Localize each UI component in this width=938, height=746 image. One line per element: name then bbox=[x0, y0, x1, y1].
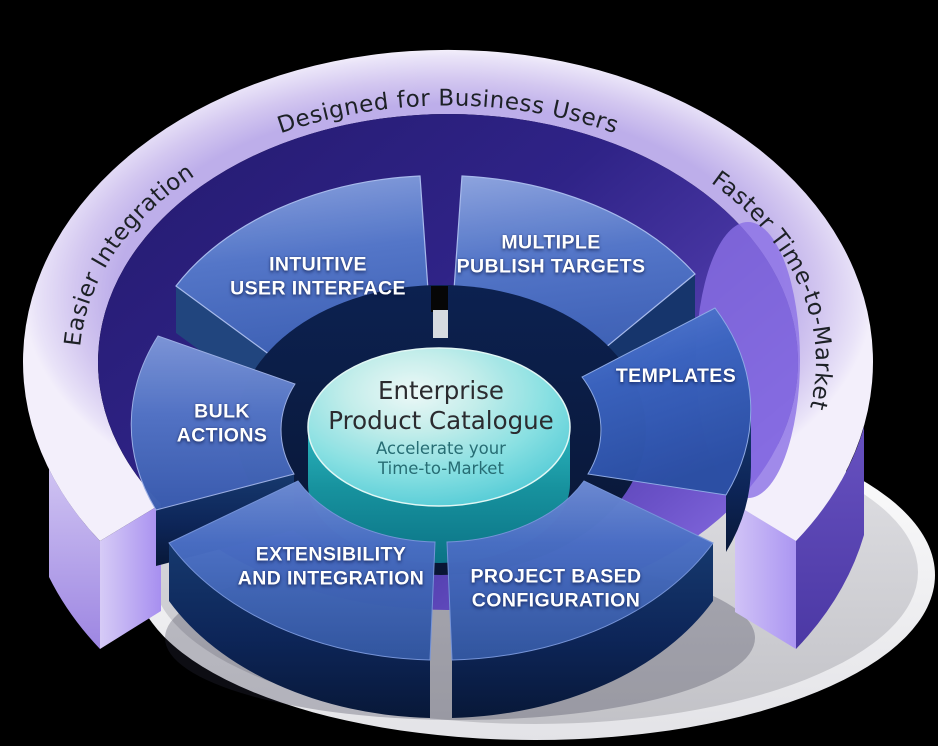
ring-right-outer-wall bbox=[796, 427, 864, 649]
center-cylinder-side bbox=[308, 427, 570, 563]
segment-project-shape bbox=[446, 480, 714, 661]
segment-extensibility-shape bbox=[168, 480, 436, 661]
ring-right-pillar bbox=[735, 504, 796, 649]
segment-templates-shape bbox=[581, 307, 752, 496]
divider-top-black bbox=[431, 286, 448, 312]
ring-left-outer-wall bbox=[49, 469, 100, 649]
center-cylinder-top bbox=[307, 347, 571, 507]
segment-templates-front bbox=[726, 410, 751, 552]
segment-extensibility-front bbox=[169, 543, 430, 718]
ring-left-pillar bbox=[100, 504, 161, 649]
outer-ring-band bbox=[22, 49, 874, 541]
segment-project-front bbox=[452, 543, 713, 718]
divider-top-silver bbox=[433, 310, 448, 338]
segment-bulk-shape bbox=[130, 335, 296, 511]
